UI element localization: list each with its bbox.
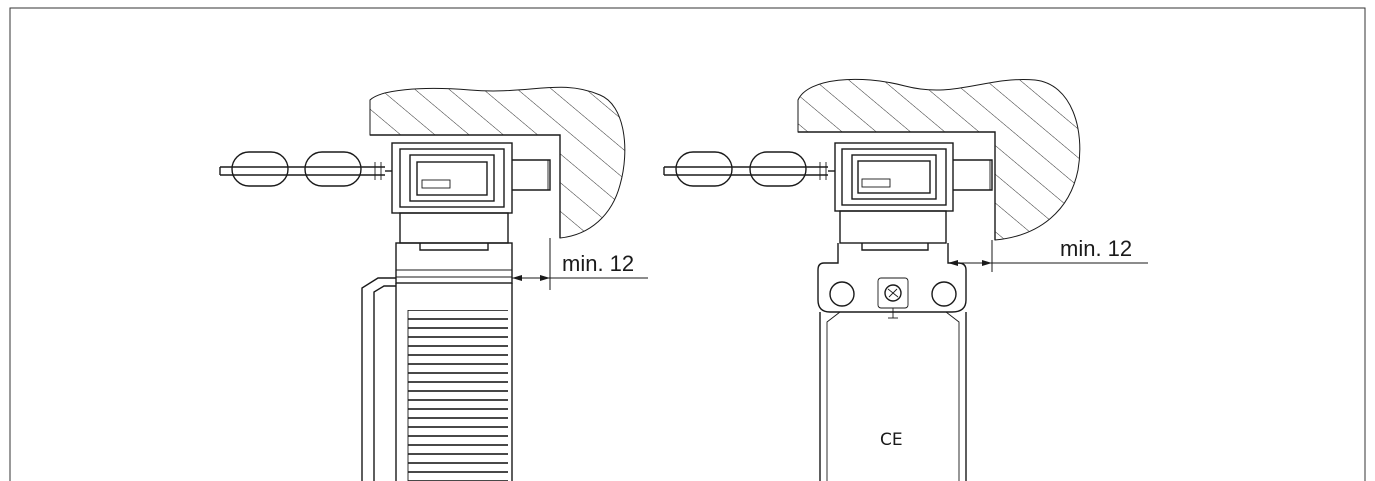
actuator-head xyxy=(834,142,993,212)
chain xyxy=(219,151,392,187)
frame-border xyxy=(9,7,1366,481)
dimension-min-12-right: min. 12 xyxy=(948,236,1148,272)
dimension-min-12-left: min. 12 xyxy=(512,238,648,290)
dimension-label: min. 12 xyxy=(562,251,634,276)
wall-hatching xyxy=(369,86,626,239)
wall-edge xyxy=(798,131,996,240)
front-view: CE min. 12 xyxy=(663,78,1148,481)
ce-marking: CE xyxy=(880,430,903,450)
side-view: min. 12 xyxy=(219,86,648,481)
actuator-head xyxy=(391,142,551,214)
wall-edge xyxy=(370,134,561,238)
wall-hatching xyxy=(797,78,1081,241)
chain xyxy=(663,151,835,187)
dimension-label: min. 12 xyxy=(1060,236,1132,261)
cooling-ribs xyxy=(408,310,508,481)
switch-body-front: CE xyxy=(817,210,967,481)
switch-body-side xyxy=(361,212,513,481)
